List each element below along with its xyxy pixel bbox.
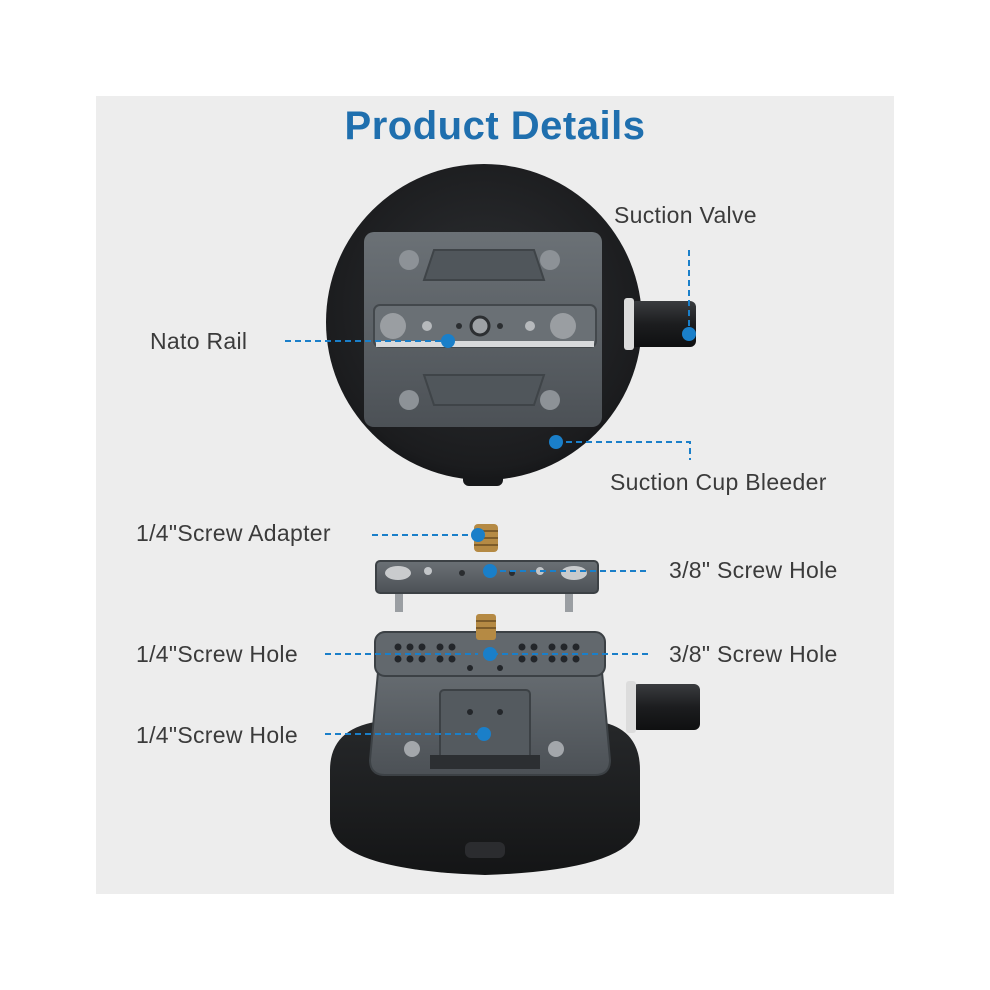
nato-rail-edge: [376, 341, 594, 347]
label-3-8-screw-hole-bottom: 3/8" Screw Hole: [669, 641, 838, 667]
rail-bolt: [550, 313, 576, 339]
callout-dot-quarter-bottom: [477, 727, 491, 741]
plate-screw: [540, 390, 560, 410]
label-nato-rail: Nato Rail: [150, 328, 248, 354]
plate-screw: [540, 250, 560, 270]
top-view-suction-cup: [326, 164, 696, 486]
assembled-mount: [330, 614, 700, 875]
suction-valve-ring: [624, 298, 634, 350]
callout-dot-nato-rail: [441, 334, 455, 348]
callout-dots: [441, 327, 696, 741]
rail-pin: [525, 321, 535, 331]
callout-line-bleeder: [556, 441, 691, 460]
label-suction-cup-bleeder: Suction Cup Bleeder: [610, 469, 827, 495]
cup-base-tab: [465, 842, 505, 858]
plate-screw: [399, 250, 419, 270]
rail-center-screw: [469, 315, 491, 337]
label-suction-valve: Suction Valve: [614, 202, 757, 228]
callout-dot-hole-top: [483, 647, 497, 661]
callout-lines: [285, 250, 691, 735]
rail-hole: [497, 323, 503, 329]
top-plate-notch-upper: [422, 249, 546, 281]
suction-valve-knob: [630, 301, 696, 347]
label-3-8-screw-hole-top: 3/8" Screw Hole: [669, 557, 838, 583]
label-screw-adapter: 1/4"Screw Adapter: [136, 520, 331, 546]
callout-dot-suction-valve: [682, 327, 696, 341]
rail-pin: [422, 321, 432, 331]
rail-bolt: [380, 313, 406, 339]
callout-dot-bleeder: [549, 435, 563, 449]
page-title: Product Details: [344, 104, 646, 148]
side-valve-knob: [632, 684, 700, 730]
label-quarter-screw-hole-top: 1/4"Screw Hole: [136, 641, 298, 667]
callout-dot-screw-adapter: [471, 528, 485, 542]
rail-hole: [456, 323, 462, 329]
label-quarter-screw-hole-bottom: 1/4"Screw Hole: [136, 722, 298, 748]
callout-dot-3-8-top: [483, 564, 497, 578]
plate-screw: [399, 390, 419, 410]
top-plate-notch-lower: [422, 374, 546, 406]
